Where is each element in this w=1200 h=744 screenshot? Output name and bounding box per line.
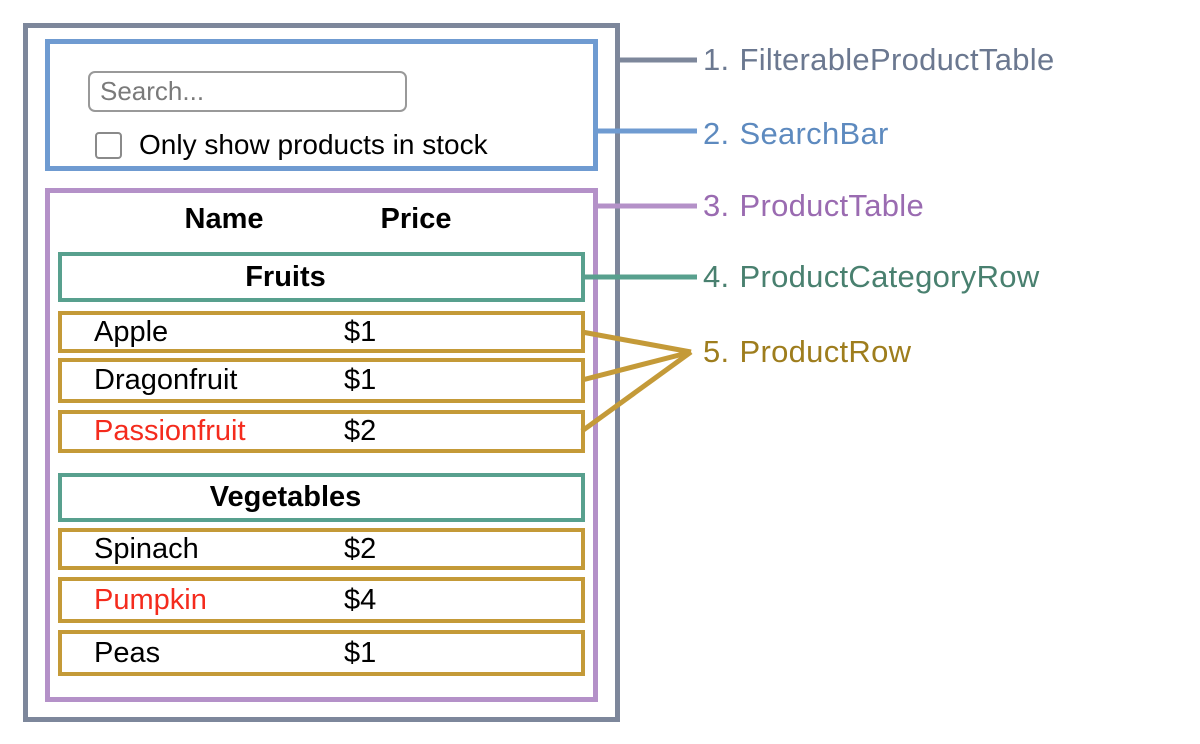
in-stock-checkbox[interactable]	[95, 131, 122, 159]
legend-item-product-category-row: 4. ProductCategoryRow	[703, 258, 1040, 296]
in-stock-label: Only show products in stock	[139, 129, 488, 160]
product-name: Passionfruit	[94, 415, 246, 447]
column-header-price: Price	[380, 203, 452, 235]
category-label: Fruits	[245, 260, 326, 293]
legend-number: 3.	[703, 188, 730, 223]
search-input[interactable]	[88, 71, 407, 112]
stock-filter-row: Only show products in stock	[95, 129, 488, 161]
legend-label: SearchBar	[739, 116, 889, 151]
product-price: $2	[344, 415, 377, 447]
category-row-vegetables: Vegetables	[58, 473, 585, 522]
product-name: Peas	[94, 636, 161, 669]
product-price: $4	[344, 583, 377, 616]
legend-label: ProductRow	[739, 334, 912, 369]
product-row: Pumpkin $4	[58, 577, 585, 623]
product-row: Passionfruit $2	[58, 410, 585, 453]
legend-number: 4.	[703, 259, 730, 294]
legend-label: ProductCategoryRow	[739, 259, 1040, 294]
legend-number: 2.	[703, 116, 730, 151]
category-label: Vegetables	[209, 481, 362, 513]
product-row: Peas $1	[58, 630, 585, 676]
column-header-name: Name	[184, 203, 264, 235]
legend-label: FilterableProductTable	[739, 42, 1055, 77]
legend-number: 5.	[703, 334, 730, 369]
product-row: Dragonfruit $1	[58, 358, 585, 403]
legend-item-product-table: 3. ProductTable	[703, 187, 924, 225]
product-price: $1	[344, 636, 377, 669]
product-row: Spinach $2	[58, 528, 585, 570]
category-row-fruits: Fruits	[58, 252, 585, 302]
product-name: Dragonfruit	[94, 364, 238, 396]
legend-item-filterable-product-table: 1. FilterableProductTable	[703, 41, 1055, 79]
product-name: Pumpkin	[94, 583, 207, 616]
legend-label: ProductTable	[739, 188, 925, 223]
product-price: $1	[344, 364, 377, 396]
product-price: $2	[344, 532, 377, 565]
product-row: Apple $1	[58, 311, 585, 353]
legend-number: 1.	[703, 42, 730, 77]
product-price: $1	[344, 315, 377, 348]
product-name: Spinach	[94, 532, 199, 565]
product-name: Apple	[94, 315, 169, 348]
legend-item-product-row: 5. ProductRow	[703, 333, 911, 371]
legend-item-search-bar: 2. SearchBar	[703, 115, 889, 153]
